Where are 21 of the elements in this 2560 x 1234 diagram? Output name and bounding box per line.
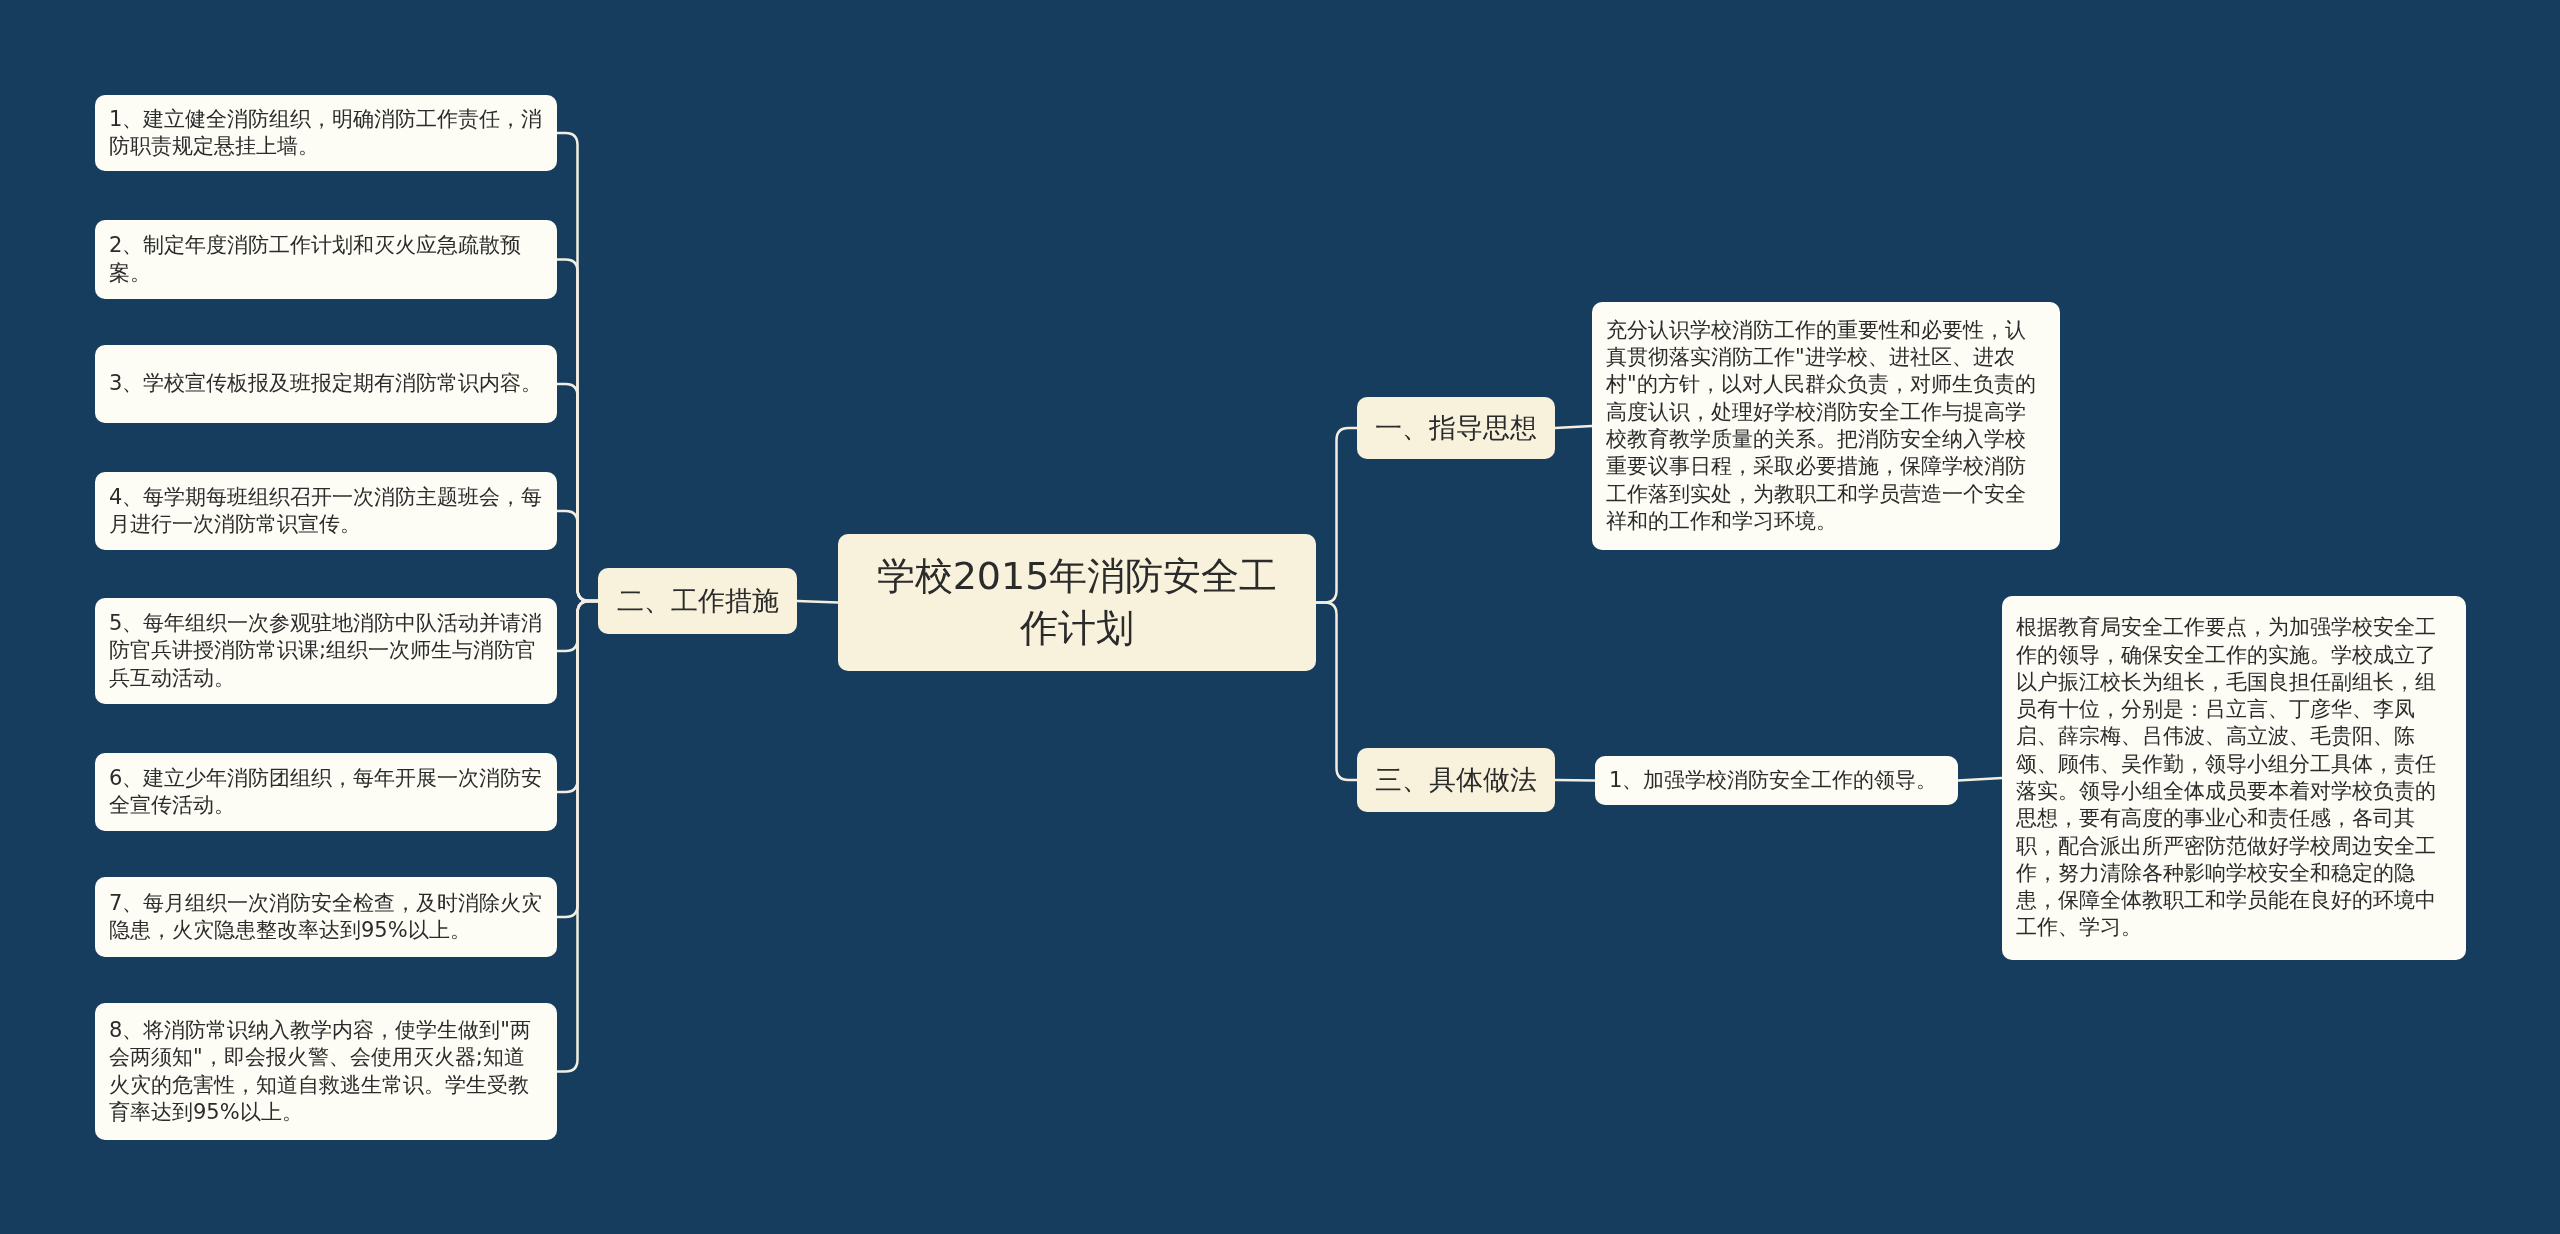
text-card: 根据教育局安全工作要点，为加强学校安全工作的领导，确保安全工作的实施。学校成立了以户振江校长为组长，毛国良担任副组长，组员有十位，分别是：吕立言、丁彦华、李凤启、薛宗梅、吕伟波、高立波、毛贵阳、陈颂、顾伟、吴作勤，领导小组分工具体，责任落实。领导小组全体成员要本着对学校负责的思想，要有高度的事业心和责任感，各司其职，配合派出所严密防范做好学校周边安全工作，努力清除各种影响学校安全和稳定的隐患，保障全体教职工和学员能在良好的环境中工作、学习。 xyxy=(2002,596,2466,960)
topic-box: 一、指导思想 xyxy=(1357,397,1555,459)
text-card: 6、建立少年消防团组织，每年开展一次消防安全宣传活动。 xyxy=(95,753,557,831)
text-card: 1、建立健全消防组织，明确消防工作责任，消防职责规定悬挂上墙。 xyxy=(95,95,557,171)
text-card: 1、加强学校消防安全工作的领导。 xyxy=(1595,756,1958,805)
connector-line xyxy=(796,599,839,604)
text-card: 8、将消防常识纳入教学内容，使学生做到"两会两须知"，即会报火警、会使用灭火器;知道火灾的危害性，知道自救逃生常识。学生受教育率达到95%以上。 xyxy=(95,1003,557,1140)
topic-box: 二、工作措施 xyxy=(598,568,797,634)
topic-box: 三、具体做法 xyxy=(1357,748,1555,812)
text-card: 7、每月组织一次消防安全检查，及时消除火灾隐患，火灾隐患整改率达到95%以上。 xyxy=(95,877,557,957)
central-topic-box: 学校2015年消防安全工作计划 xyxy=(838,534,1316,671)
text-card: 3、学校宣传板报及班报定期有消防常识内容。 xyxy=(95,345,557,423)
text-card: 5、每年组织一次参观驻地消防中队活动并请消防官兵讲授消防常识课;组织一次师生与消防官兵互动活动。 xyxy=(95,598,557,704)
text-card: 2、制定年度消防工作计划和灭火应急疏散预案。 xyxy=(95,220,557,299)
text-card: 充分认识学校消防工作的重要性和必要性，认真贯彻落实消防工作"进学校、进社区、进农村"的方针，以对人民群众负责，对师生负责的高度认识，处理好学校消防安全工作与提高学校教育教学质量的关系。把消防安全纳入学校重要议事日程，采取必要措施，保障学校消防工作落到实处，为教职工和学员营造一个安全祥和的工作和学习环境。 xyxy=(1592,302,2060,550)
connector-line xyxy=(1957,776,2003,782)
connector-line xyxy=(1316,601,1357,782)
connector-line xyxy=(557,599,598,1073)
text-card: 4、每学期每班组织召开一次消防主题班会，每月进行一次消防常识宣传。 xyxy=(95,472,557,550)
connector-line xyxy=(1554,424,1593,430)
connector-line xyxy=(1555,778,1595,782)
